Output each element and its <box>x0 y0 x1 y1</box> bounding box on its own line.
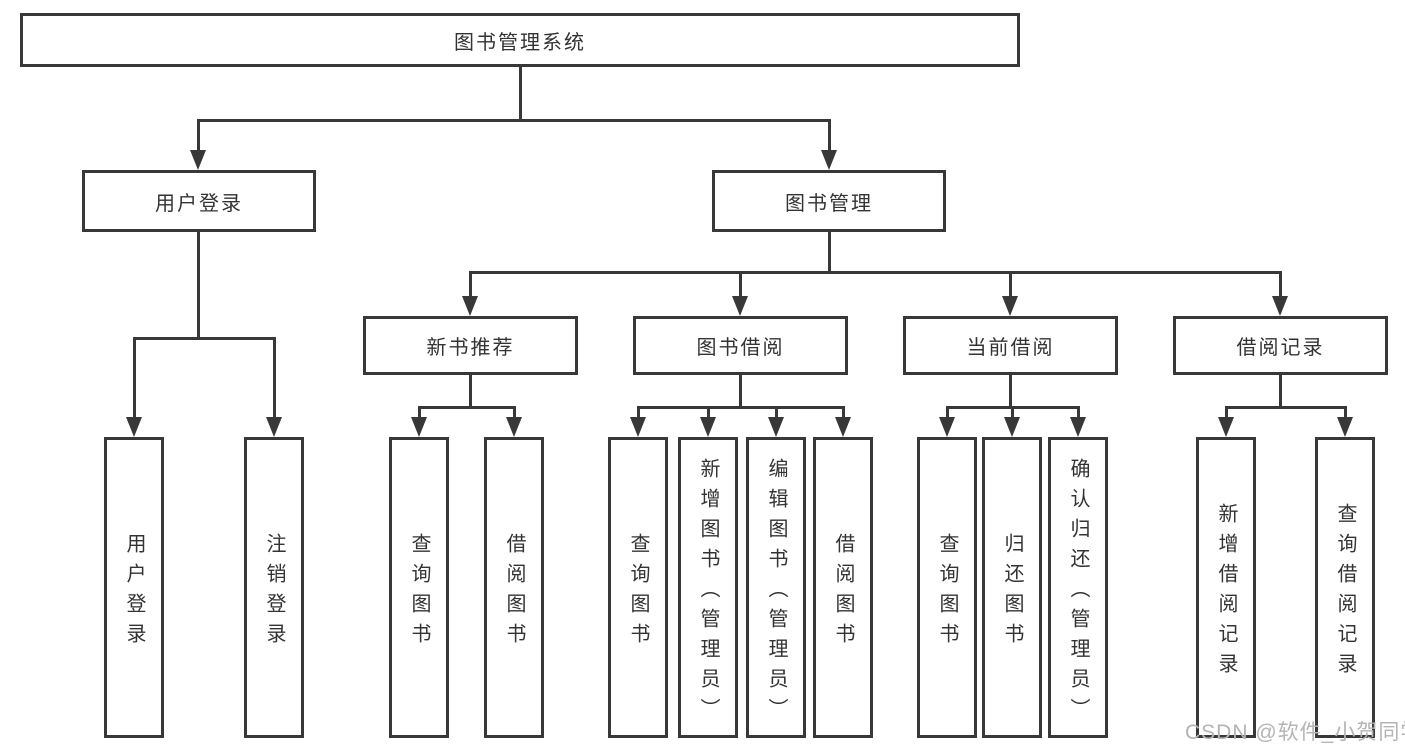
node-borrow-records: 借阅记录 <box>1173 316 1388 375</box>
arrow-down-borrow-book-icon <box>835 417 851 437</box>
node-user-login-label: 用户登录 <box>155 192 243 215</box>
connector-drop-return-book <box>1011 406 1014 420</box>
node-book-borrow: 图书借阅 <box>633 316 848 375</box>
leaf-logout-label: 注销登录 <box>263 532 285 653</box>
node-new-book-recommend-label: 新书推荐 <box>426 337 515 359</box>
leaf-edit-book-admin-label: 编辑图书（管理员） <box>765 457 787 728</box>
arrow-down-edit-book-icon <box>768 417 784 437</box>
connector-root-stub <box>519 67 522 122</box>
leaf-return-book: 归还图书 <box>982 437 1042 738</box>
leaf-current-query-book-label: 查询图书 <box>936 532 958 653</box>
arrow-down-recommend-query-icon <box>411 417 427 437</box>
connector-drop-edit-book <box>775 406 778 420</box>
node-book-borrow-label: 图书借阅 <box>696 337 785 359</box>
connector-root-hline <box>198 119 831 122</box>
connector-drop-query-record <box>1344 406 1347 420</box>
leaf-recommend-borrow-book-label: 借阅图书 <box>503 532 525 653</box>
connector-drop-borrow-book <box>842 406 845 420</box>
leaf-current-query-book: 查询图书 <box>917 437 977 738</box>
arrow-down-book-management-icon <box>821 150 837 170</box>
arrow-down-add-record-icon <box>1218 417 1234 437</box>
arrow-down-current-query-icon <box>939 417 955 437</box>
connector-drop-add-book <box>707 406 710 420</box>
node-current-borrow-label: 当前借阅 <box>966 337 1055 359</box>
leaf-confirm-return-admin: 确认归还（管理员） <box>1048 437 1108 738</box>
leaf-confirm-return-admin-label: 确认归还（管理员） <box>1067 457 1089 728</box>
connector-book-borrow-stub <box>739 375 742 409</box>
node-root: 图书管理系统 <box>20 13 1020 67</box>
connector-drop-borrow-records <box>1279 271 1282 298</box>
leaf-query-borrow-record-label: 查询借阅记录 <box>1334 502 1356 683</box>
connector-drop-add-record <box>1225 406 1228 420</box>
node-user-login: 用户登录 <box>82 170 316 232</box>
arrow-down-recommend-borrow-icon <box>506 417 522 437</box>
leaf-recommend-query-book: 查询图书 <box>389 437 449 738</box>
leaf-recommend-query-book-label: 查询图书 <box>408 532 430 653</box>
arrow-down-leaf-user-login-icon <box>126 417 142 437</box>
connector-borrow-records-stub <box>1279 375 1282 409</box>
node-root-label: 图书管理系统 <box>454 31 586 54</box>
connector-current-borrow-stub <box>1009 375 1012 409</box>
leaf-user-login: 用户登录 <box>104 437 164 738</box>
leaf-borrow-book: 借阅图书 <box>813 437 873 738</box>
leaf-add-book-admin-label: 新增图书（管理员） <box>697 457 719 728</box>
leaf-borrow-book-label: 借阅图书 <box>832 532 854 653</box>
connector-book-borrow-hline <box>637 406 845 409</box>
connector-borrow-records-hline <box>1225 406 1347 409</box>
node-book-management: 图书管理 <box>712 170 946 232</box>
arrow-down-leaf-logout-icon <box>266 417 282 437</box>
arrow-down-borrow-records-icon <box>1272 296 1288 316</box>
arrow-down-user-login-icon <box>190 150 206 170</box>
arrow-down-book-borrow-icon <box>732 296 748 316</box>
node-borrow-records-label: 借阅记录 <box>1236 337 1325 359</box>
leaf-user-login-label: 用户登录 <box>123 532 145 653</box>
connector-user-login-stub <box>197 232 200 340</box>
connector-user-login-hline <box>133 337 275 340</box>
connector-drop-current-query <box>946 406 949 420</box>
connector-drop-leaf-logout <box>273 337 276 419</box>
leaf-logout: 注销登录 <box>244 437 304 738</box>
leaf-borrow-query-book: 查询图书 <box>608 437 668 738</box>
node-new-book-recommend: 新书推荐 <box>363 316 578 375</box>
arrow-down-confirm-return-icon <box>1070 417 1086 437</box>
connector-drop-user-login <box>197 119 200 152</box>
connector-drop-book-borrow <box>739 271 742 298</box>
arrow-down-add-book-icon <box>700 417 716 437</box>
connector-drop-borrow-query <box>637 406 640 420</box>
connector-drop-book-management <box>828 119 831 152</box>
connector-drop-recommend-borrow <box>513 406 516 420</box>
connector-drop-leaf-user-login <box>133 337 136 419</box>
leaf-query-borrow-record: 查询借阅记录 <box>1315 437 1375 738</box>
node-book-management-label: 图书管理 <box>785 192 873 215</box>
watermark: CSDN @软件_小贺同学 <box>1185 721 1405 744</box>
arrow-down-borrow-query-icon <box>630 417 646 437</box>
arrow-down-current-borrow-icon <box>1002 296 1018 316</box>
leaf-add-book-admin: 新增图书（管理员） <box>678 437 738 738</box>
leaf-add-borrow-record: 新增借阅记录 <box>1196 437 1256 738</box>
arrow-down-new-book-recommend-icon <box>462 296 478 316</box>
leaf-recommend-borrow-book: 借阅图书 <box>484 437 544 738</box>
connector-drop-confirm-return <box>1077 406 1080 420</box>
node-current-borrow: 当前借阅 <box>903 316 1118 375</box>
connector-drop-recommend-query <box>418 406 421 420</box>
leaf-return-book-label: 归还图书 <box>1001 532 1023 653</box>
connector-recommend-hline <box>418 406 516 409</box>
connector-drop-new-book-recommend <box>469 271 472 298</box>
connector-book-management-hline <box>469 271 1282 274</box>
leaf-borrow-query-book-label: 查询图书 <box>627 532 649 653</box>
leaf-add-borrow-record-label: 新增借阅记录 <box>1215 502 1237 683</box>
arrow-down-query-record-icon <box>1337 417 1353 437</box>
connector-recommend-stub <box>469 375 472 409</box>
connector-book-management-stub <box>828 232 831 274</box>
connector-drop-current-borrow <box>1009 271 1012 298</box>
arrow-down-return-book-icon <box>1004 417 1020 437</box>
leaf-edit-book-admin: 编辑图书（管理员） <box>746 437 806 738</box>
